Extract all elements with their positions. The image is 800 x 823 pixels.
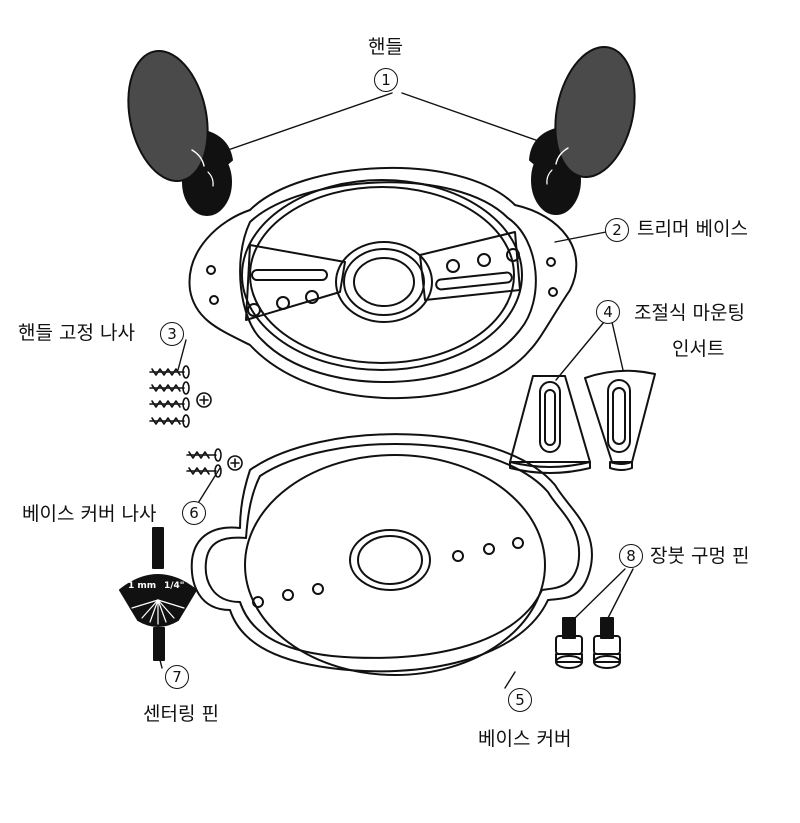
- label-mounting-insert-line1: 조절식 마운팅: [634, 302, 745, 324]
- base-cover: [190, 433, 593, 676]
- base-cover-screws: [186, 448, 243, 478]
- mortise-pins: [555, 617, 621, 669]
- callout-4: 4: [596, 300, 620, 324]
- handle-screws: [149, 365, 212, 428]
- pin-marking-right: 1/4": [164, 581, 185, 591]
- callout-5: 5: [508, 688, 532, 712]
- label-handle: 핸들: [368, 36, 403, 58]
- callout-2: 2: [605, 218, 629, 242]
- mounting-insert-right: [584, 369, 656, 471]
- label-centering-pin: 센터링 핀: [143, 703, 219, 725]
- centering-pin: [119, 527, 197, 661]
- leader-lines: [159, 92, 634, 689]
- label-handle-screws: 핸들 고정 나사: [18, 322, 135, 344]
- mounting-insert-left: [509, 375, 591, 474]
- callout-7: 7: [165, 665, 189, 689]
- handle-left: [127, 49, 233, 216]
- label-base-cover-screws: 베이스 커버 나사: [22, 503, 157, 525]
- label-mortise-pins: 장붓 구멍 핀: [650, 545, 750, 567]
- trimmer-base: [188, 166, 578, 400]
- label-trimmer-base: 트리머 베이스: [637, 218, 748, 240]
- pin-marking-left: 1 mm: [128, 581, 157, 591]
- callout-6: 6: [182, 501, 206, 525]
- label-base-cover: 베이스 커버: [478, 728, 572, 750]
- label-mounting-insert-line2: 인서트: [672, 338, 725, 360]
- callout-8: 8: [619, 544, 643, 568]
- handle-right: [529, 45, 636, 215]
- callout-1: 1: [374, 68, 398, 92]
- callout-3: 3: [160, 322, 184, 346]
